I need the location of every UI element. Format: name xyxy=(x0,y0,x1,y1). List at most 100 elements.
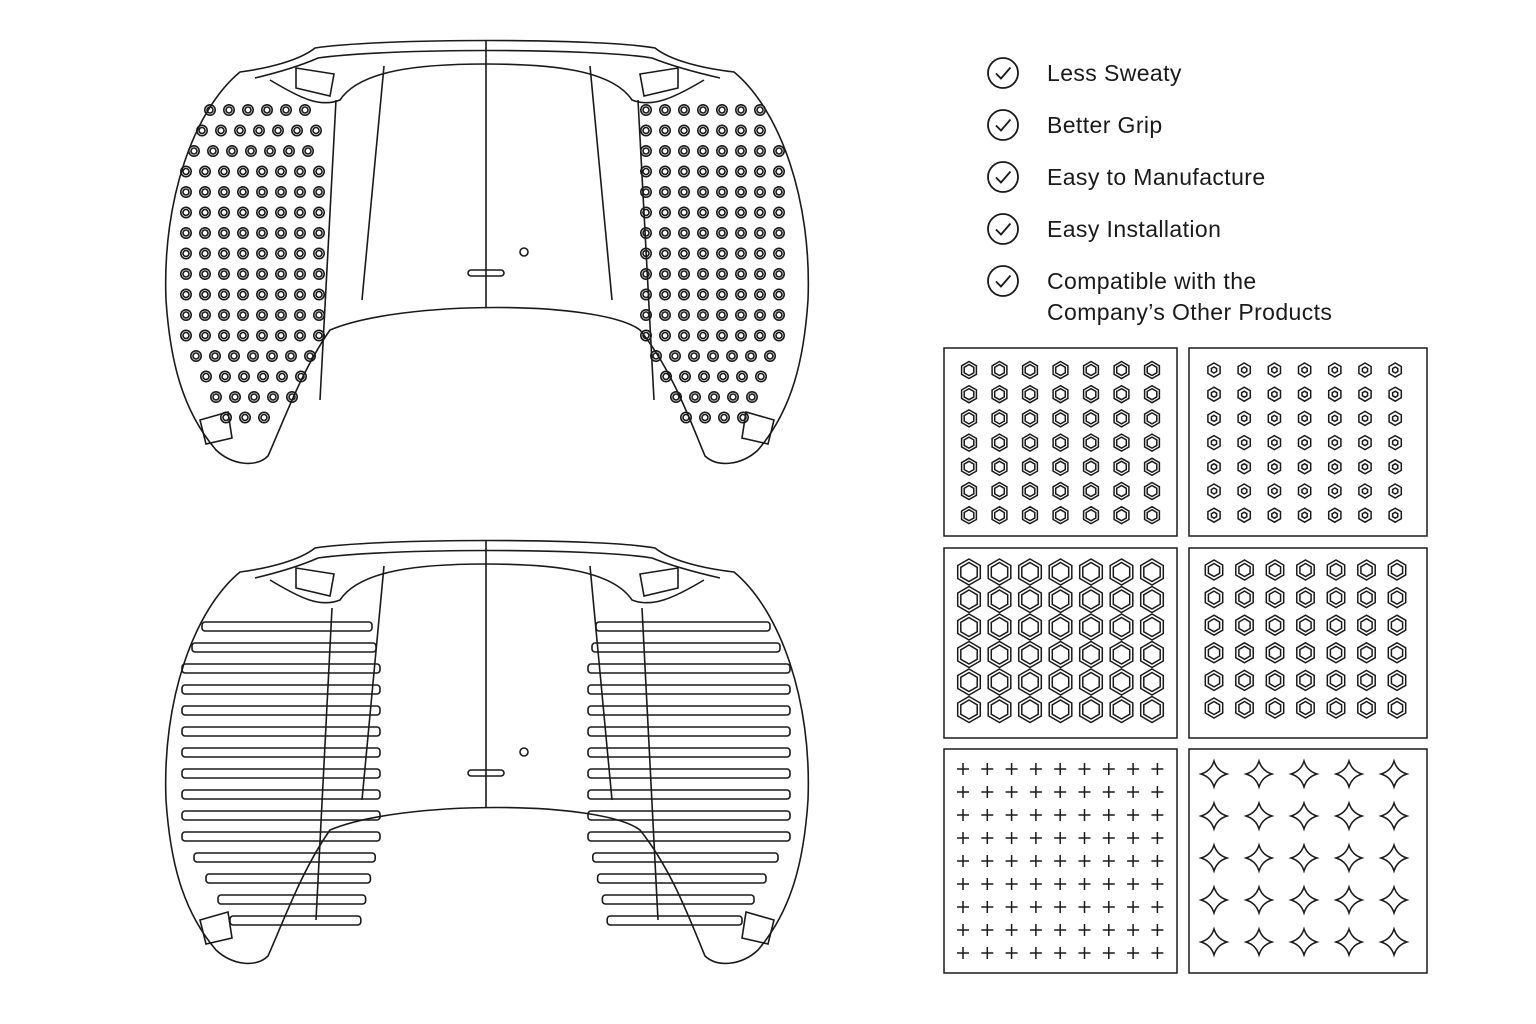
hex-chain-mark-inner xyxy=(1051,699,1070,720)
hex-chain-mark-inner xyxy=(990,699,1009,720)
grip-dot-inner xyxy=(642,229,650,237)
grip-dot-inner xyxy=(737,229,745,237)
grip-dot-inner xyxy=(260,413,268,422)
grip-dot-inner xyxy=(737,188,745,196)
hex-flower-mark xyxy=(1388,386,1403,403)
hex-chain-mark xyxy=(1139,558,1165,586)
grip-dot xyxy=(734,186,747,199)
grip-dot-inner xyxy=(201,331,209,340)
nested-hexagon-mark-inner xyxy=(1390,590,1404,605)
grip-dot xyxy=(707,390,720,403)
grip-dot xyxy=(677,329,690,342)
hexagon-mark-inner xyxy=(1115,412,1128,425)
hexagon-mark-inner xyxy=(1115,387,1128,401)
hex-chain-mark-inner xyxy=(1112,671,1131,693)
grip-dot xyxy=(734,227,747,240)
grip-dot xyxy=(677,308,690,321)
plus-cross-mark xyxy=(1029,763,1042,775)
plus-cross-mark xyxy=(1078,901,1091,913)
hex-flower-mark xyxy=(1358,483,1372,499)
grip-dot-inner xyxy=(775,208,783,217)
grip-dot-inner xyxy=(315,167,323,176)
grip-dot-inner xyxy=(661,126,669,135)
grip-dot xyxy=(237,288,250,301)
grip-dot-inner xyxy=(718,229,726,237)
nested-hexagon-mark xyxy=(1326,559,1346,581)
grip-dot-inner xyxy=(258,331,266,340)
grip-dot xyxy=(180,186,193,199)
nested-hexagon-mark xyxy=(1357,697,1376,719)
grip-dot-inner xyxy=(288,393,296,401)
plus-cross-mark xyxy=(957,832,969,844)
grip-dot-inner xyxy=(718,147,726,155)
grip-dot-inner xyxy=(277,229,285,237)
feature-item: Easy Installation xyxy=(986,213,1506,246)
nested-hexagon-mark xyxy=(1235,559,1254,581)
grip-dot-inner xyxy=(680,167,688,176)
grip-dot-inner xyxy=(268,352,276,360)
hex-chain-mark xyxy=(1048,668,1073,696)
grip-dot xyxy=(696,124,709,137)
grip-dot xyxy=(226,145,239,158)
grip-dot-inner xyxy=(699,311,707,319)
grip-dot-inner xyxy=(699,208,707,217)
hex-flower-mark xyxy=(1297,483,1312,499)
feature-label: Easy to Manufacture xyxy=(1047,164,1266,190)
grip-dot xyxy=(744,349,757,362)
hexagon-mark-inner xyxy=(1146,484,1158,498)
grip-dot xyxy=(284,349,297,362)
hexagon-mark-inner xyxy=(993,484,1006,498)
hex-chain-mark-inner xyxy=(1082,671,1100,693)
grip-dot-inner xyxy=(775,249,783,258)
grip-dot-inner xyxy=(201,188,209,196)
grip-dot xyxy=(696,247,709,260)
hexagon-mark xyxy=(960,384,978,404)
grip-dot-inner xyxy=(255,126,263,135)
hex-chain-mark-inner xyxy=(1143,644,1161,665)
hex-flower-mark xyxy=(1388,483,1403,499)
grip-dot-inner xyxy=(681,372,689,381)
controller-ridge-texture xyxy=(181,607,791,926)
hex-flower-mark xyxy=(1267,483,1282,499)
plus-cross-mark xyxy=(1127,901,1140,913)
hex-flower-mark-inner xyxy=(1271,366,1278,374)
hexagon-mark-inner xyxy=(1115,436,1128,449)
grip-dot-inner xyxy=(699,249,707,258)
grip-dot-inner xyxy=(747,352,755,360)
four-point-star-mark xyxy=(1288,926,1320,958)
hex-chain-mark xyxy=(1048,613,1073,641)
four-point-star-mark xyxy=(1333,884,1365,916)
grip-dot xyxy=(772,165,785,178)
hexagon-mark-inner xyxy=(1085,508,1097,522)
grip-dot xyxy=(736,411,749,424)
hex-flower-mark-inner xyxy=(1240,438,1248,447)
hex-chain-mark-inner xyxy=(990,561,1009,583)
grip-dot xyxy=(199,206,212,219)
four-point-star-mark xyxy=(1198,884,1230,916)
hex-flower-mark xyxy=(1207,410,1221,427)
plus-cross-mark xyxy=(1054,924,1067,936)
grip-dot-inner xyxy=(315,270,323,278)
grip-dot-inner xyxy=(661,147,669,155)
hexagon-mark xyxy=(1021,360,1039,380)
grip-dot-inner xyxy=(718,270,726,278)
grip-ridge xyxy=(587,789,791,800)
grip-dot xyxy=(772,247,785,260)
nested-hexagon-mark-inner xyxy=(1360,700,1373,716)
hex-flower-mark xyxy=(1267,507,1282,524)
grip-dot xyxy=(204,104,217,117)
nested-hexagon-mark-inner xyxy=(1268,590,1282,605)
plus-cross-mark xyxy=(1151,855,1164,867)
grip-dot-inner xyxy=(757,372,765,381)
feature-list: Less Sweaty Better Grip Easy to Manufact… xyxy=(986,57,1506,348)
hex-chain-mark-inner xyxy=(1051,671,1070,693)
hex-flower-mark xyxy=(1297,386,1312,403)
grip-dot xyxy=(255,227,268,240)
hex-chain-mark-inner xyxy=(1051,561,1070,583)
nested-hexagon-mark xyxy=(1387,559,1407,581)
controller-top-ridge xyxy=(254,549,721,579)
nested-hexagon-mark xyxy=(1387,697,1407,719)
hexagon-mark-inner xyxy=(1146,460,1158,474)
hexagon-mark xyxy=(1113,433,1130,452)
four-point-star-mark xyxy=(1378,842,1410,874)
